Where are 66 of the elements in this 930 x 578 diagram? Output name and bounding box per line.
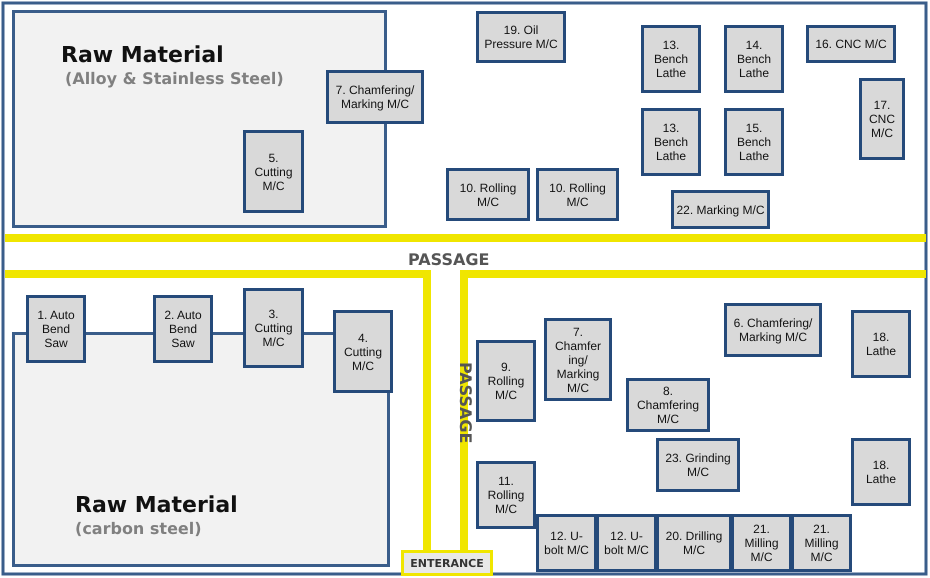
machine-label: 21. Milling M/C [803, 522, 840, 564]
machine-label: 19. Oil Pressure M/C [483, 23, 559, 51]
machine-label: 11. Rolling M/C [486, 474, 526, 516]
machine-box [544, 318, 612, 401]
machine-box [596, 514, 657, 572]
entrance-box [401, 550, 493, 576]
machine-box [476, 340, 536, 422]
machine-box [446, 168, 530, 221]
machine-label: 4. Cutting M/C [342, 330, 384, 372]
machine-box [243, 130, 304, 213]
machine-box [656, 438, 740, 492]
machine-box [26, 295, 86, 363]
machine-box [626, 378, 710, 432]
machine-label: 12. U-bolt M/C [543, 529, 590, 557]
machine-box [791, 514, 852, 572]
machine-box [806, 25, 896, 63]
machine-box [333, 310, 393, 393]
machine-box [859, 78, 905, 160]
machine-box [724, 25, 784, 93]
machine-label: 14. Bench Lathe [736, 38, 772, 80]
machine-label: 16. CNC M/C [815, 37, 887, 51]
machine-label: 20. Drilling M/C [664, 529, 724, 557]
machine-label: 2. Auto Bend Saw [163, 308, 203, 350]
passage-label: PASSAGE [456, 362, 475, 444]
machine-label: 10. Rolling M/C [458, 180, 518, 208]
machine-label: 12. U-bolt M/C [603, 529, 650, 557]
machine-label: 22. Marking M/C [676, 202, 765, 216]
machine-label: 18. Lathe [864, 458, 898, 486]
machine-label: 21. Milling M/C [743, 522, 780, 564]
machine-box [536, 168, 619, 221]
area-subtitle: (carbon steel) [75, 519, 202, 538]
machine-label: 1. Auto Bend Saw [36, 308, 76, 350]
machine-box [731, 514, 792, 572]
machine-box [656, 514, 732, 572]
machine-box [536, 514, 597, 572]
machine-box [326, 70, 424, 124]
machine-label: 13. Bench Lathe [652, 121, 690, 163]
machine-box [724, 108, 784, 176]
machine-label: 6. Chamfering/ Marking M/C [732, 316, 814, 344]
machine-label: 17. CNC M/C [868, 98, 896, 140]
machine-box [851, 310, 911, 378]
machine-label: 15. Bench Lathe [736, 121, 772, 163]
machine-label: 7. Chamfer ing/ Marking M/C [554, 324, 602, 394]
machine-label: 7. Chamfering/ Marking M/C [334, 83, 416, 111]
machine-box [476, 461, 536, 529]
entrance-label: ENTERANCE [410, 556, 484, 570]
machine-label: 9. Rolling M/C [486, 360, 526, 402]
machine-box [724, 303, 822, 357]
machine-label: 23. Grinding M/C [664, 451, 732, 479]
machine-box [476, 11, 566, 63]
machine-box [641, 25, 701, 93]
machine-label: 3. Cutting M/C [253, 307, 294, 349]
machine-label: 18. Lathe [864, 330, 898, 358]
machine-box [641, 108, 701, 176]
area-subtitle: (Alloy & Stainless Steel) [65, 69, 284, 88]
machine-label: 8. Chamfering M/C [636, 384, 700, 426]
machine-label: 5. Cutting M/C [253, 150, 294, 192]
area-heading: Raw Material [61, 43, 224, 68]
machine-box [243, 288, 304, 368]
machine-label: 10. Rolling M/C [548, 180, 607, 208]
passage-label: PASSAGE [408, 250, 490, 269]
machine-box [851, 438, 911, 506]
machine-label: 13. Bench Lathe [652, 38, 690, 80]
machine-box [671, 190, 770, 229]
area-heading: Raw Material [75, 493, 238, 518]
machine-box [153, 295, 213, 363]
